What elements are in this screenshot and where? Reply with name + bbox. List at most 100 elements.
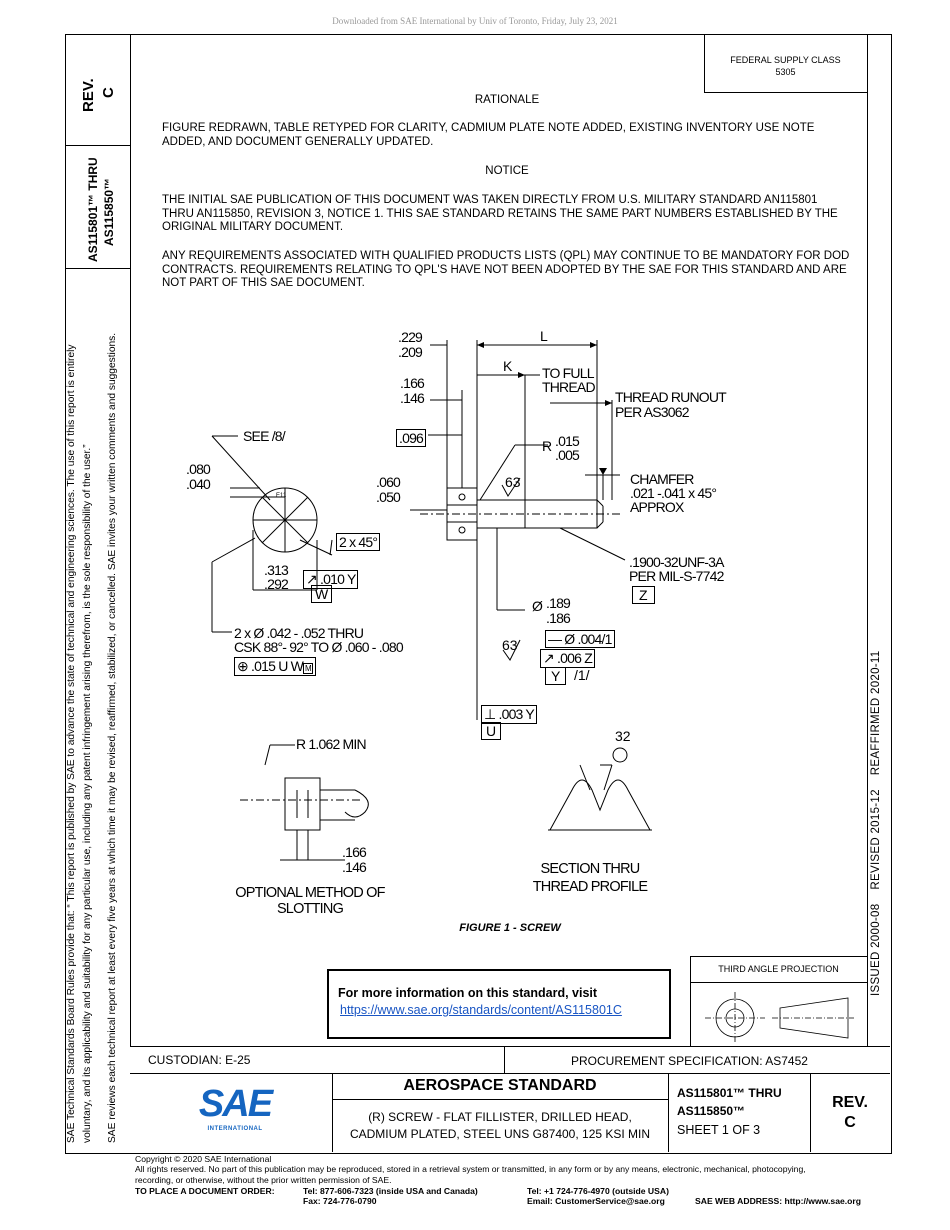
position-icon: ⊕ (237, 658, 249, 674)
sae-logo-sub: INTERNATIONAL (207, 1126, 263, 1132)
notice-para1: THE INITIAL SAE PUBLICATION OF THIS DOCU… (162, 194, 838, 233)
left-column-divider (130, 34, 131, 1046)
doc-divider (810, 1073, 811, 1152)
custodian-divider (504, 1046, 505, 1073)
heading-divider (332, 1099, 668, 1100)
datum-U: U (481, 722, 502, 740)
runout-icon: ↗ (306, 571, 318, 587)
web-address: SAE WEB ADDRESS: http://www.sae.org (695, 1196, 861, 1206)
standard-heading: AEROSPACE STANDARD (403, 1077, 597, 1094)
runout-icon-2: ↗ (543, 650, 555, 666)
title-rev-label: REV. (832, 1094, 868, 1111)
federal-supply-box (704, 34, 868, 93)
dim-229: .229 (398, 329, 423, 345)
figure-caption: FIGURE 1 - SCREW (459, 922, 561, 934)
title-block-top (130, 1046, 890, 1047)
projection-box (690, 956, 868, 1047)
email: Email: CustomerService@sae.org (527, 1196, 665, 1207)
rev-box-bottom (65, 145, 130, 146)
dim-166a: .166 (400, 375, 425, 391)
desc-divider (668, 1073, 669, 1152)
section-line2: THREAD PROFILE (532, 879, 648, 895)
e11-label: E11 (276, 493, 287, 499)
notice-title: NOTICE (485, 165, 529, 177)
federal-supply-line2: 5305 (775, 67, 796, 77)
datum-Z: Z (632, 586, 655, 604)
copyright: Copyright © 2020 SAE International (135, 1154, 272, 1164)
dim-292: .292 (264, 576, 289, 592)
fax: Fax: 724-776-0790 (303, 1196, 377, 1207)
dim-040: .040 (186, 476, 211, 492)
thread-spec-line1: .1900-32UNF-3A (629, 554, 724, 570)
notice-para2: ANY REQUIREMENTS ASSOCIATED WITH QUALIFI… (162, 250, 850, 289)
order-label: TO PLACE A DOCUMENT ORDER: (135, 1186, 275, 1196)
projection-symbol-icon (705, 992, 854, 1044)
sheet-number: SHEET 1 OF 3 (677, 1123, 761, 1137)
tolerance-003: ⊥ .003 Y (481, 705, 537, 724)
tel-intl: Tel: +1 724-776-4970 (outside USA) (527, 1186, 669, 1196)
perpendicularity-icon: ⊥ (484, 706, 496, 722)
dim-146a: .146 (400, 390, 425, 406)
section-line1: SECTION THRU (540, 861, 641, 877)
to-full-line1: TO FULL (542, 365, 595, 381)
thread-spec-line2: PER MIL-S-7742 (629, 568, 724, 584)
radius-005: .005 (555, 447, 580, 463)
rights-line2: recording, or otherwise, without the pri… (135, 1174, 392, 1185)
dim-080: .080 (186, 461, 211, 477)
dim-166b: .166 (342, 844, 367, 860)
dim-L: L (540, 328, 548, 344)
dim-K: K (503, 358, 513, 374)
note-1-ref: /1/ (574, 667, 590, 683)
info-box (327, 969, 671, 1039)
radius-R: R (542, 438, 553, 454)
projection-label: THIRD ANGLE PROJECTION (718, 964, 839, 974)
rationale-text: FIGURE REDRAWN, TABLE RETYPED FOR CLARIT… (162, 122, 815, 148)
datum-W: W (311, 585, 333, 603)
see-8-label: SEE /8/ (243, 428, 286, 444)
projection-divider (690, 982, 867, 983)
chamfer-line1: CHAMFER (630, 471, 694, 487)
standard-link[interactable]: https://www.sae.org/standards/content/AS… (340, 1003, 622, 1017)
sae-logo: SAE (198, 1083, 273, 1125)
radius-1062: R 1.062 MIN (296, 736, 367, 752)
finish-63-a: 63 (505, 474, 521, 490)
tolerance-006: ↗ .006 Z (540, 649, 595, 668)
dim-313: .313 (264, 562, 289, 578)
rights-line1: All rights reserved. No part of this pub… (135, 1164, 806, 1175)
dim-146b: .146 (342, 859, 367, 875)
doc-number-line2: AS115850™ (677, 1104, 746, 1118)
to-full-line2: THREAD (542, 379, 596, 395)
holes-line2: CSK 88°- 92° TO Ø .060 - .080 (234, 639, 404, 655)
finish-32: 32 (615, 728, 631, 744)
title-rev-value: C (844, 1114, 856, 1131)
dim-060: .060 (376, 474, 401, 490)
optional-line2: SLOTTING (276, 901, 344, 917)
chamfer-2x45: 2 x 45° (336, 533, 381, 551)
finish-63-b: 63 (502, 637, 518, 653)
custodian: CUSTODIAN: E-25 (148, 1053, 251, 1067)
runout-line2: PER AS3062 (615, 404, 690, 420)
dim-050: .050 (376, 489, 401, 505)
tel-us: Tel: 877-606-7323 (inside USA and Canada… (303, 1186, 478, 1196)
custodian-row-bottom (130, 1073, 890, 1074)
procurement-spec: PROCUREMENT SPECIFICATION: AS7452 (571, 1054, 808, 1068)
federal-supply-line1: FEDERAL SUPPLY CLASS (730, 55, 841, 65)
dia-186: .186 (546, 610, 571, 626)
tolerance-010: ↗ .010 Y (303, 570, 359, 589)
description-line2: CADMIUM PLATED, STEEL UNS G87400, 125 KS… (349, 1127, 651, 1141)
holes-line1: 2 x Ø .042 - .052 THRU (234, 625, 364, 641)
diameter-symbol: Ø (532, 598, 543, 614)
rationale-title: RATIONALE (474, 94, 540, 106)
doc-number-line1: AS115801™ THRU (677, 1086, 782, 1100)
download-notice: Downloaded from SAE International by Uni… (332, 16, 618, 26)
chamfer-line3: APPROX (630, 499, 684, 515)
description-line1: (R) SCREW - FLAT FILLISTER, DRILLED HEAD… (368, 1110, 632, 1124)
logo-divider (332, 1073, 333, 1152)
document-frame (65, 34, 892, 1154)
chamfer-line2: .021 -.041 x 45° (630, 485, 717, 501)
info-text: For more information on this standard, v… (338, 986, 598, 1000)
dim-209: .209 (398, 344, 423, 360)
optional-line1: OPTIONAL METHOD OF (235, 885, 385, 901)
datum-Y: Y (545, 667, 567, 685)
